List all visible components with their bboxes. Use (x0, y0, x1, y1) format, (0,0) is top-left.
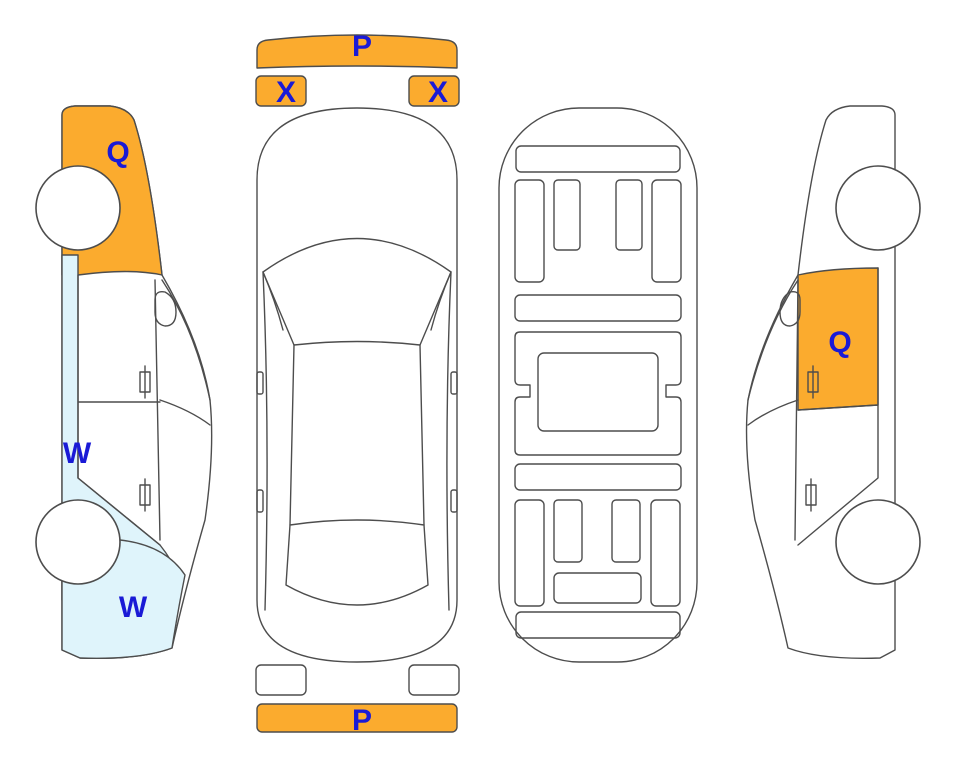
underbody-front-crossmember (515, 145, 681, 173)
top-left-rear-mirror (256, 489, 264, 513)
front-bumper-code: P (352, 30, 372, 63)
top-windshield (262, 237, 452, 346)
top-right-mirror (450, 371, 458, 395)
right-front-door-handle (807, 365, 819, 399)
left-rear-door-handle (139, 478, 151, 512)
underbody-center-pan (537, 352, 659, 432)
underbody-left-rear-pocket (553, 499, 583, 563)
right-door-lines (747, 267, 879, 546)
underbody-left-front-pocket (553, 179, 581, 251)
left-door-lines (77, 274, 211, 546)
top-view: P X X P (255, 30, 460, 737)
left-side-view: Q W W (35, 105, 213, 659)
right-taillight[interactable] (408, 664, 460, 696)
top-roof (289, 344, 425, 526)
rear-bumper-code: P (352, 704, 372, 737)
underbody-left-rear-rail (514, 499, 545, 607)
underbody-view (498, 107, 698, 663)
left-headlight-panel[interactable] (255, 75, 307, 107)
top-rear-window (285, 519, 429, 606)
left-front-fender-code: Q (106, 136, 129, 169)
right-side-view: Q (745, 105, 921, 659)
left-taillight[interactable] (255, 664, 307, 696)
left-rear-wheel[interactable] (35, 499, 121, 585)
underbody-right-rear-pocket (611, 499, 641, 563)
top-side-lines (262, 271, 452, 611)
underbody-rear-tank (553, 572, 642, 604)
left-front-wheel[interactable] (35, 165, 121, 251)
right-front-wheel[interactable] (835, 165, 921, 251)
underbody-center-frame (514, 331, 682, 456)
underbody-right-front-rail (651, 179, 682, 283)
right-rear-wheel[interactable] (835, 499, 921, 585)
left-mirror (154, 290, 177, 327)
underbody-right-rear-rail (650, 499, 681, 607)
top-right-rear-mirror (450, 489, 458, 513)
left-front-door-handle (139, 365, 151, 399)
underbody-outline (498, 107, 698, 663)
right-rear-door-handle (805, 478, 817, 512)
left-front-door-code: W (63, 437, 92, 470)
underbody-left-front-rail (514, 179, 545, 283)
underbody-rear-mid-bar (514, 463, 682, 491)
left-headlight-code: X (276, 76, 296, 109)
underbody-rear-crossmember (515, 611, 681, 639)
front-bumper-panel[interactable] (256, 34, 458, 69)
right-side-body-outline (745, 105, 896, 659)
right-rear-door-code: Q (828, 326, 851, 359)
top-body-outline (256, 107, 458, 663)
underbody-right-front-pocket (615, 179, 643, 251)
underbody-front-mid-bar (514, 294, 682, 322)
top-left-mirror (256, 371, 264, 395)
left-rear-quarter-code: W (119, 591, 148, 624)
rear-bumper-panel[interactable] (256, 703, 458, 733)
right-mirror (779, 290, 801, 327)
right-headlight-code: X (428, 76, 448, 109)
right-headlight-panel[interactable] (408, 75, 460, 107)
